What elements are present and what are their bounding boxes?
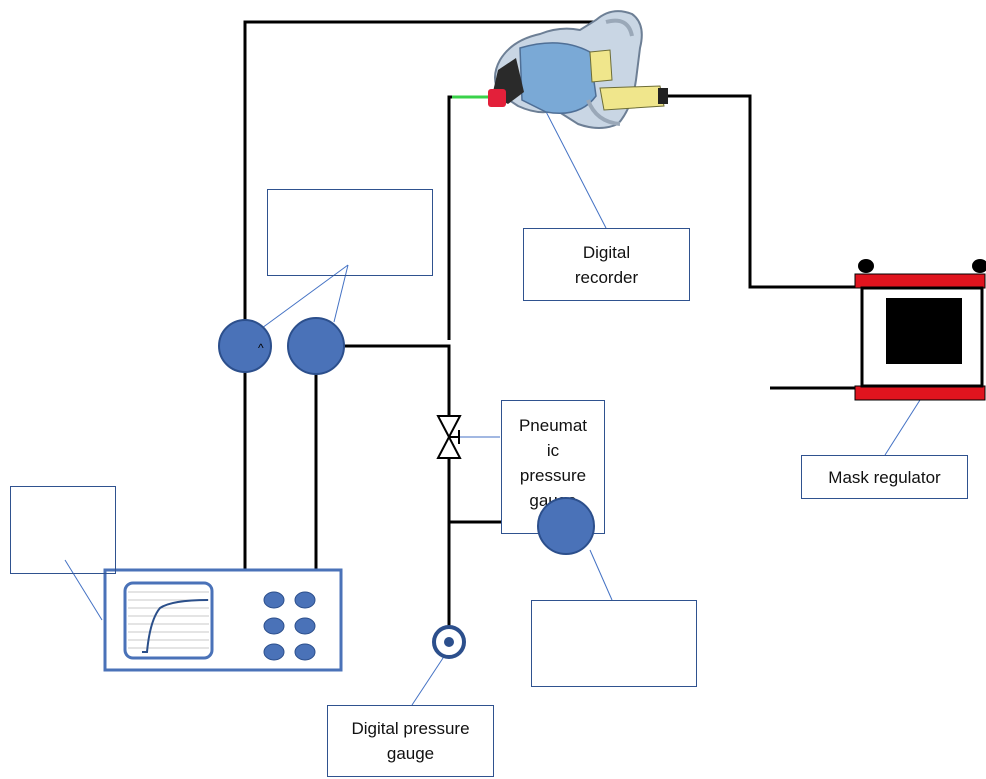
digital-recorder-label: Digital recorder [574,242,639,287]
leader-pneumatic-gauge [589,549,613,601]
leader-monitor [64,559,103,621]
leader-regulator [884,399,921,456]
pressure-monitor-icon [103,568,343,672]
digital-recorder-box: Digital recorder [523,228,690,301]
node-valve-mark: ^ [258,341,264,355]
line-mask-to-regulator [666,94,855,289]
line-node2-to-main [344,344,451,415]
leader-box-to-node2 [333,264,349,323]
pneumatic-gauge-label: Pneumat ic pressure gauge [518,416,588,510]
pneumatic-gauge-circle [537,497,595,555]
mask-regulator-label: Mask regulator [828,467,941,487]
leader-digital-gauge [411,654,446,706]
regulator-icon [854,259,986,401]
empty-box-left [10,486,116,574]
node-valve-2 [287,317,345,375]
digital-pressure-gauge-box: Digital pressure gauge [327,705,494,777]
mask-regulator-box: Mask regulator [801,455,968,499]
empty-box-top-left [267,189,433,276]
gauge-icon [432,625,466,659]
empty-box-bottom-middle [531,600,697,687]
valve-icon [436,415,462,459]
mask-icon [488,10,668,129]
node-valve-1: ^ [218,319,272,373]
leader-recorder [539,99,607,229]
digital-pressure-gauge-label: Digital pressure gauge [351,719,470,763]
